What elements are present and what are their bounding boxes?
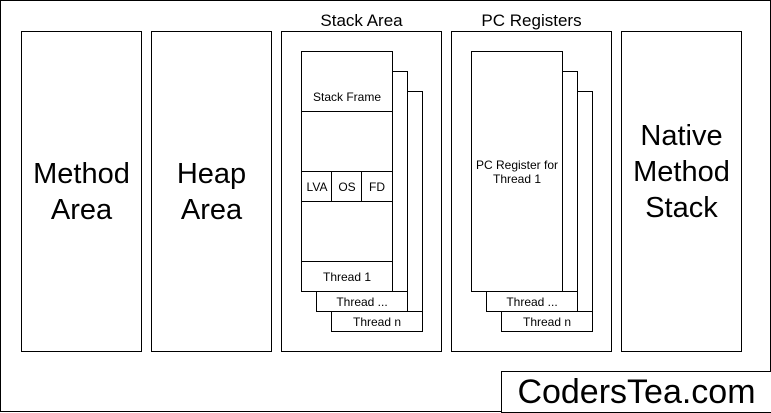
stack-frame-lva-cell: LVA [301,171,333,202]
stack-thread-ellipsis-label: Thread ... [316,291,408,312]
watermark: CodersTea.com [501,371,771,413]
method-area-label: Method Area [33,157,130,226]
stack-thread-n-label: Thread n [331,311,423,332]
method-area-box: Method Area [21,31,142,352]
stack-thread-1-label: Thread 1 [301,261,393,292]
heap-area-box: Heap Area [151,31,272,352]
pc-thread-ellipsis-label: Thread ... [486,291,578,312]
stack-frame-os-cell: OS [331,171,363,202]
stack-area-box: Thread n Thread ... Stack Frame LVA OS F… [281,31,442,352]
heap-area-label: Heap Area [176,157,247,226]
pc-register-label: PC Register for Thread 1 [475,158,559,186]
stack-frame-fd-cell: FD [361,171,393,202]
stack-card-thread-1: Stack Frame LVA OS FD Thread 1 [301,51,393,292]
stack-area-title: Stack Area [320,11,403,30]
stack-frame-header: Stack Frame [301,51,393,112]
native-method-stack-label: Native Method Stack [633,119,730,224]
pc-registers-title: PC Registers [481,11,582,30]
pc-registers-box: Thread n Thread ... PC Register for Thre… [451,31,612,352]
pc-thread-n-label: Thread n [501,311,593,332]
pc-register-thread-1: PC Register for Thread 1 [471,51,563,292]
native-method-stack-box: Native Method Stack [621,31,742,352]
